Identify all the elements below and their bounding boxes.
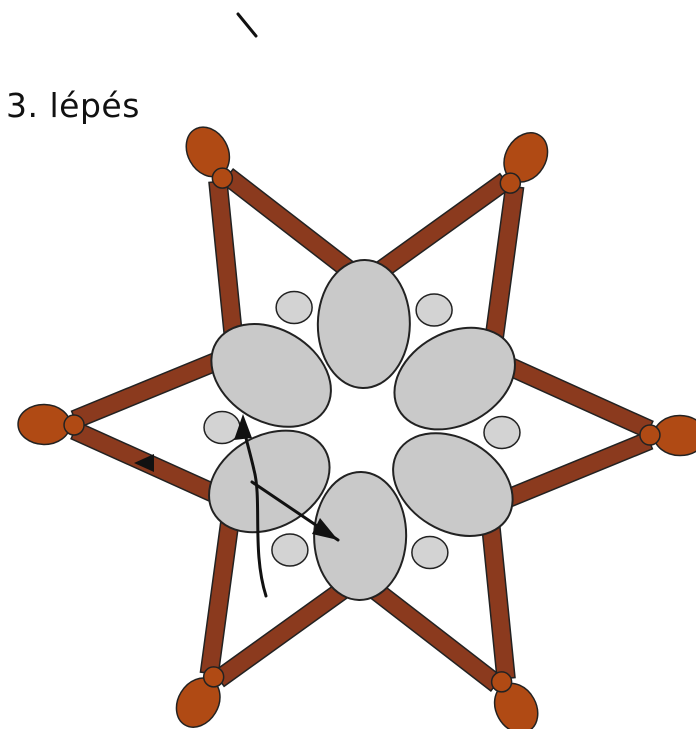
small-round-bead [412, 536, 448, 568]
tip-bead [492, 672, 512, 692]
small-round-bead [416, 294, 452, 326]
drop-bead [18, 404, 71, 445]
small-round-bead [272, 534, 308, 566]
stray-mark [238, 14, 256, 36]
bugle-bead-group [71, 169, 653, 691]
tip-bead [212, 168, 232, 188]
tip-bead [500, 173, 520, 193]
tip-bead [64, 415, 84, 435]
small-round-bead [276, 292, 312, 324]
drop-bead-group [18, 119, 696, 729]
tip-bead [640, 425, 660, 445]
tip-bead [204, 667, 224, 687]
oval-bead [317, 259, 411, 389]
small-round-bead [484, 416, 520, 448]
